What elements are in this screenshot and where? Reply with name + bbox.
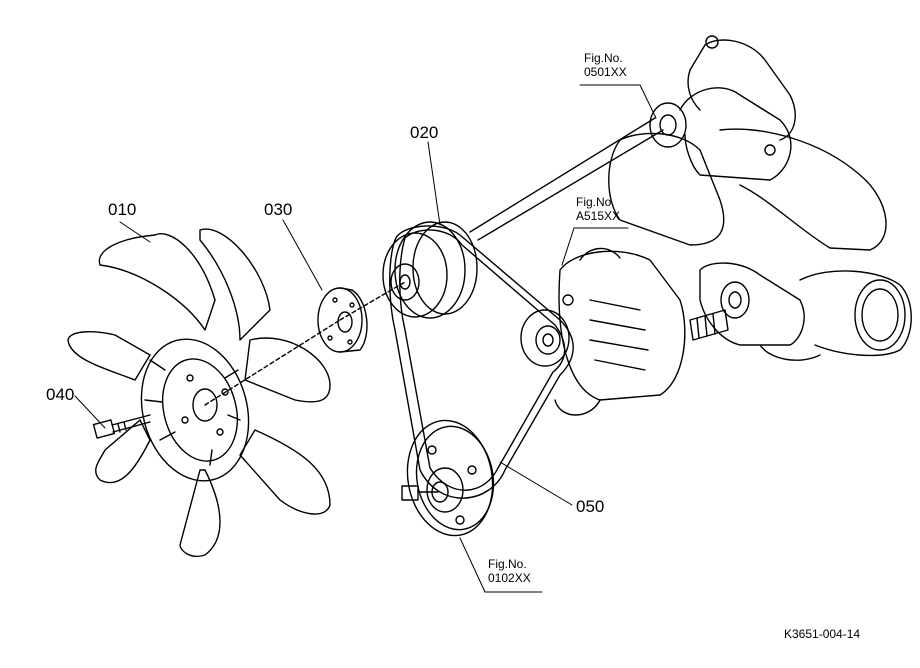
part-number-010: 010: [108, 200, 137, 219]
bolt-040: [92, 414, 151, 439]
fig-ref-alternator: Fig.No. A515XX: [576, 195, 621, 224]
water-pump: [469, 35, 887, 251]
crank-pulley: [401, 419, 495, 537]
spacer-030: [317, 287, 368, 353]
fig-ref-label: Fig.No.: [576, 195, 615, 209]
fig-ref-label: Fig.No.: [584, 51, 623, 65]
part-number-020: 020: [410, 123, 439, 142]
drawing-code: K3651-004-14: [784, 627, 861, 641]
fig-ref-number: A515XX: [576, 208, 621, 223]
fan-010: [67, 228, 331, 557]
fig-ref-label: Fig.No.: [488, 557, 527, 571]
alternator: [554, 247, 686, 416]
fig-ref-water-pump: Fig.No. 0501XX: [584, 51, 627, 80]
fig-ref-number: 0501XX: [584, 64, 627, 79]
starter-assembly: [689, 262, 912, 361]
alternator-pulley: [520, 309, 570, 367]
fig-ref-number: 0102XX: [488, 570, 531, 585]
fan-pulley-020: [204, 221, 478, 406]
belt-050: [389, 225, 574, 499]
part-number-040: 040: [46, 385, 75, 404]
leader-lines: [74, 84, 657, 593]
part-number-050: 050: [576, 497, 605, 516]
fig-ref-crank-pulley: Fig.No. 0102XX: [488, 557, 531, 586]
part-number-030: 030: [264, 200, 293, 219]
